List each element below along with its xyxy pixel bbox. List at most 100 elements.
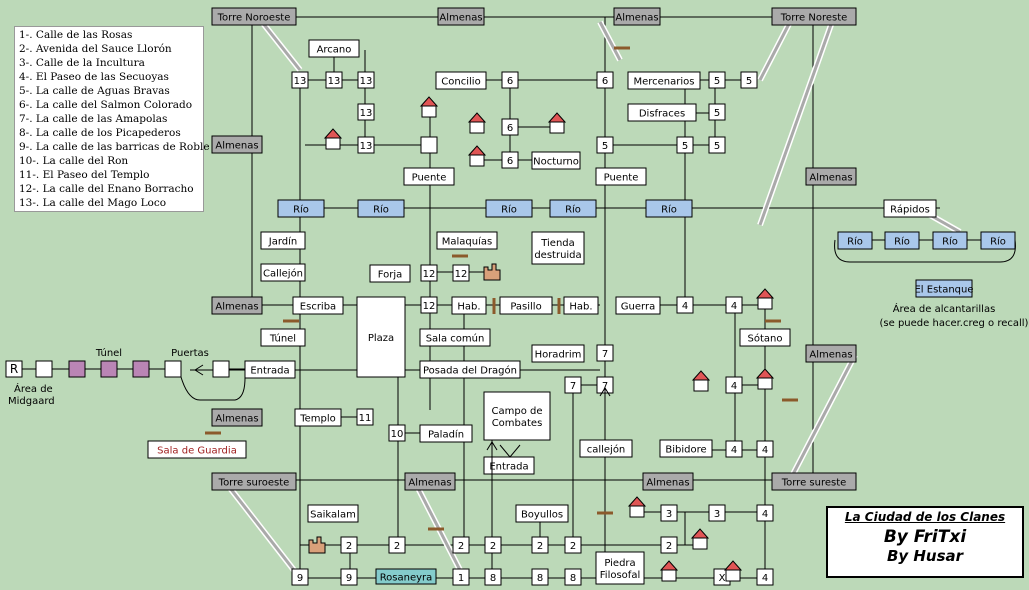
arrow-down — [499, 444, 521, 458]
room: Sótano — [739, 328, 791, 347]
room-box — [403, 167, 455, 186]
room-box — [564, 376, 582, 394]
room-box — [451, 296, 487, 315]
tunnel-room — [100, 360, 118, 378]
room-label: Río — [293, 204, 309, 216]
room-box — [291, 568, 309, 586]
house-body — [469, 153, 485, 167]
torre-noreste: Torre Noreste — [771, 7, 857, 26]
room-box — [531, 151, 581, 170]
legend-item: 5-. La calle de Aguas Bravas — [19, 85, 170, 97]
house-body — [549, 120, 565, 134]
room-label: Almenas — [615, 13, 658, 24]
house-icon — [323, 128, 343, 150]
room-box — [805, 167, 857, 186]
room: Sala común — [419, 328, 491, 347]
room-label: Río — [990, 236, 1006, 248]
room-box — [883, 199, 937, 218]
room-label: Almenas — [215, 302, 258, 313]
rio: Río — [549, 199, 597, 218]
house-body — [725, 568, 741, 582]
arrow-up — [599, 387, 611, 440]
room-box — [420, 264, 438, 282]
room: Disfraces — [627, 103, 697, 122]
street-node: 4 — [756, 568, 774, 586]
street-node: 1 — [452, 568, 470, 586]
room-label: 4 — [762, 509, 768, 520]
street-node: 6 — [501, 151, 519, 169]
room-label: Río — [565, 204, 581, 216]
room: Guerra — [615, 296, 661, 315]
alcantarillas-note: (se puede hacer.creg o recall) — [880, 318, 1029, 329]
legend-item: 6-. La calle del Salmon Colorado — [19, 99, 193, 111]
room-box — [771, 7, 857, 26]
credits-box: La Ciudad de los Clanes By FriTxi By Hus… — [826, 506, 1024, 578]
pond-outline — [834, 239, 1016, 263]
room-box — [725, 440, 743, 458]
room: Entrada — [244, 360, 296, 379]
almenas: Almenas — [805, 167, 857, 186]
room-label: Túnel — [269, 333, 296, 345]
room-box — [436, 231, 498, 250]
room: Plaza — [356, 296, 406, 378]
room-box — [484, 536, 502, 554]
tunnel-room — [68, 360, 86, 378]
room-box — [595, 167, 647, 186]
room-box — [660, 536, 678, 554]
room-box — [420, 136, 438, 154]
street-node: 6 — [596, 71, 614, 89]
rio: Río — [884, 231, 920, 250]
room-box — [615, 296, 661, 315]
room-label: Pasillo — [510, 302, 541, 313]
room-label: Piedra — [604, 558, 635, 569]
tunel-label: Túnel — [95, 347, 122, 359]
room-label: 13 — [328, 76, 341, 87]
room-label: 12 — [423, 301, 436, 312]
room-label: Puente — [412, 173, 447, 184]
house-body — [325, 136, 341, 150]
room-box — [645, 199, 693, 218]
room-label: 4 — [731, 301, 737, 312]
fortress-shape — [483, 263, 501, 281]
street-node: 11 — [356, 408, 374, 426]
house-roof — [691, 370, 711, 381]
path-node — [35, 360, 53, 378]
almenas: Almenas — [404, 472, 456, 491]
room-box — [308, 39, 360, 58]
room-box — [419, 360, 521, 379]
sala-de-guardia: Sala de Guardia — [147, 440, 247, 459]
room-label: Arcano — [317, 45, 352, 56]
room-box — [357, 103, 375, 121]
room-box — [211, 296, 263, 315]
house-roof — [419, 96, 439, 107]
room-box — [388, 424, 406, 442]
house-roof — [723, 560, 743, 571]
room-label: Nocturno — [533, 157, 579, 168]
rio: Río — [837, 231, 873, 250]
room: Jardín — [260, 231, 306, 250]
house-body — [693, 378, 709, 392]
room-label: Entrada — [250, 366, 289, 377]
room-box — [627, 103, 697, 122]
room-label: 13 — [294, 76, 307, 87]
room-label: Mercenarios — [633, 77, 694, 88]
room-box — [340, 568, 358, 586]
legend-item: 9-. La calle de las barricas de Roble — [19, 141, 210, 153]
room-box — [739, 328, 791, 347]
alcantarillas-label: Área de alcantarillas — [893, 302, 996, 315]
house-body — [469, 120, 485, 134]
room-box — [404, 472, 456, 491]
room-label: 2 — [537, 541, 543, 552]
path-node — [212, 360, 230, 378]
legend-item: 1-. Calle de las Rosas — [19, 29, 133, 41]
street-node: 3 — [708, 504, 726, 522]
room: Entrada — [483, 456, 535, 475]
room: Horadrim — [531, 344, 585, 363]
author-fritxi: By FriTxi — [883, 527, 967, 547]
house-icon — [723, 560, 743, 582]
house-roof — [547, 112, 567, 123]
room-box — [756, 440, 774, 458]
